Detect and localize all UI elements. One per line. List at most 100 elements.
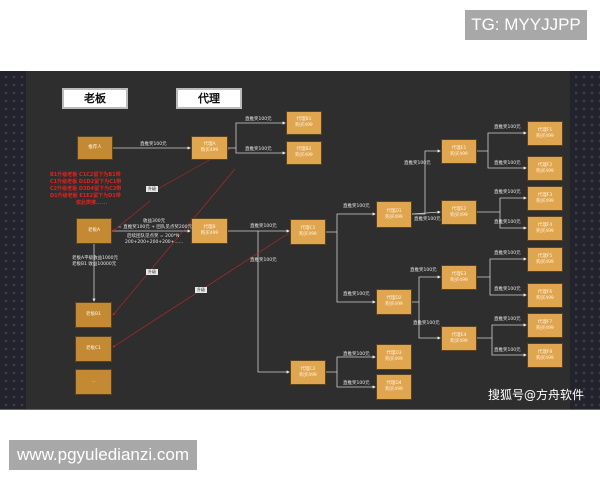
label-direct-bonus: 直推奖100元 [343,381,370,386]
label-direct-bonus: 直推奖100元 [245,147,272,152]
red-note: D1升级老板 E1E2留下为D1带 [50,193,121,199]
label-direct-bonus: 直推奖100元 [343,352,370,357]
node-label: 代理F8 [537,349,553,355]
label-direct-bonus: 直推奖100元 [404,161,431,166]
label-direct-bonus: 直推奖100元 [413,321,440,326]
node-sublabel: 购买499 [536,355,554,361]
node-boss-b1: 老板B1 [75,302,112,328]
label-direct-bonus: 直推奖100元 [250,258,277,263]
label-direct-bonus: 直推奖100元 [343,204,370,209]
node-sublabel: 购买499 [536,325,554,331]
node-label: 老板A [87,228,101,233]
node-sublabel: 购买499 [299,372,317,378]
node-boss-c1: 老板C1 [75,336,112,362]
label-boss-b-income: 收益300元 [143,219,166,224]
sohu-watermark: 搜狐号@方舟软件 [488,388,585,402]
node-label: 老板B1 [86,312,101,317]
red-note: B1升级老板 C1C2留下为B1带 [50,172,121,178]
node-label: 代理D3 [386,351,402,356]
node-sublabel: 购买499 [450,212,468,218]
node-label: 代理D1 [386,208,402,214]
node-label: 代理F5 [537,253,553,259]
tg-watermark-badge: TG: MYYJJPP [465,10,587,40]
header-agent: 代理 [176,88,242,109]
node-label: 代理F1 [537,127,553,133]
node-sublabel: 购买499 [200,231,219,236]
upgrade-tag: 升级 [146,186,158,192]
node-sublabel: 购买499 [385,357,403,362]
header-boss: 老板 [62,88,128,109]
label-team-bonus: 后续团队见点奖 = 200*N [127,234,180,239]
node-label: 老板C1 [85,346,101,351]
node-sublabel: 购买499 [200,148,219,153]
label-direct-bonus: 直推奖100元 [414,217,441,222]
node-sublabel: 购买499 [536,228,554,234]
node-boss-more: ... [75,369,112,395]
site-watermark-badge: www.pgyuledianzi.com [9,440,197,470]
node-sublabel: 购买499 [385,302,403,307]
node-label: 代理C2 [300,366,316,372]
node-label: 推荐人 [88,145,102,150]
node-label: 代理B1 [296,117,312,122]
node-sublabel: 购买499 [450,277,468,283]
node-sublabel: 购买499 [385,214,403,220]
node-label: 代理F2 [537,162,553,168]
label-direct-bonus: 直推奖100元 [494,125,521,130]
node-sublabel: 购买499 [295,123,313,128]
label-direct-bonus: 直推奖100元 [494,317,521,322]
node-referrer: 推荐人 [77,136,113,160]
label-direct-bonus: 直推奖100元 [343,292,370,297]
node-label: 代理F6 [537,289,553,295]
label-direct-bonus: 直推奖100元 [494,220,521,225]
label-direct-bonus: 直推奖100元 [494,287,521,292]
node-label: 代理A [203,142,216,147]
label-boss-b-income-detail: = 直推奖100元 + 团队见点奖200元 [118,225,193,230]
label-direct-bonus: 直推奖100元 [410,268,437,273]
node-label: ... [91,379,96,384]
label-team-bonus-formula: 200+200+200+200+...... [125,240,184,245]
node-label: 代理D4 [386,381,402,386]
node-sublabel: 购买499 [536,295,554,301]
upgrade-tag: 升级 [146,269,158,275]
node-sublabel: 购买499 [450,338,468,344]
label-direct-bonus: 直推奖100元 [250,224,277,229]
label-direct-bonus: 直推奖100元 [494,348,521,353]
node-label: 代理E2 [451,206,467,212]
label-direct-bonus: 直推奖100元 [494,161,521,166]
decorative-pattern-left [0,71,26,409]
node-sublabel: 购买499 [299,232,317,237]
label-direct-bonus: 直推奖100元 [245,117,272,122]
node-label: 代理E1 [451,145,467,151]
node-label: 代理E4 [451,332,467,338]
decorative-pattern-right [570,71,600,409]
node-label: 代理E3 [451,271,467,277]
node-sublabel: 购买499 [536,259,554,265]
node-label: 代理B2 [296,147,312,152]
node-sublabel: 购买499 [450,151,468,157]
label-direct-bonus: 直推奖100元 [494,190,521,195]
node-label: 代理C1 [300,226,316,231]
node-sublabel: 购买499 [536,198,554,204]
node-boss-a: 老板A [76,218,112,244]
node-sublabel: 购买499 [536,168,554,174]
label-direct-bonus: 直推奖100元 [140,142,167,147]
